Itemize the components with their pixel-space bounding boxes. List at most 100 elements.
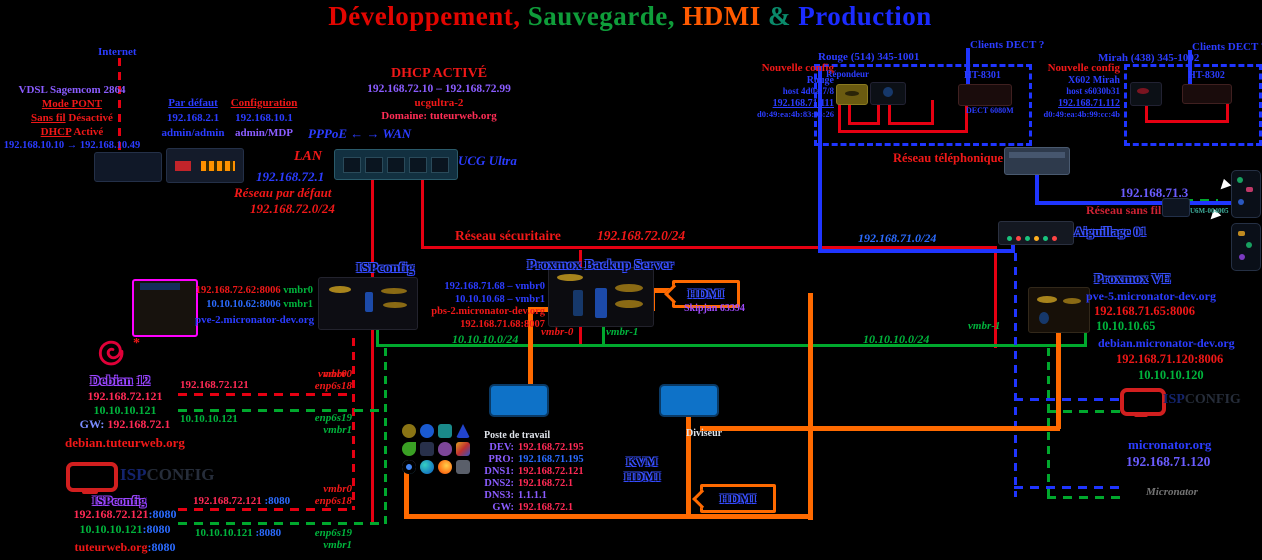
pbs-bridge1-label: vmbr-1 xyxy=(606,326,639,338)
modem-red-label xyxy=(175,161,191,171)
hdmi-cable-8 xyxy=(686,412,691,516)
smartphone-1-pixel-3 xyxy=(1238,199,1244,205)
pve2-bridge-label: vmbr0 xyxy=(318,368,347,380)
modem-dhcp-underlined: DHCP xyxy=(40,126,72,139)
pbs-ip-mgmt: 10.10.10.68 – vmbr1 xyxy=(454,293,545,305)
ws-key-dns2: DNS2: xyxy=(484,478,514,489)
debian-if2: enp6s18 xyxy=(314,380,352,392)
pve5-port xyxy=(1039,312,1049,324)
ap-name: U6M-004005 xyxy=(1190,207,1229,215)
pve2-bridge1: vmbr1 xyxy=(283,298,313,310)
ispvm-if4: vmbr1 xyxy=(323,539,352,551)
dhcp-title: DHCP ACTIVÉ xyxy=(390,66,488,81)
phone-cable-loop-wide xyxy=(838,100,968,133)
pve2-line1: 192.168.72.62:8006 vmbr0 xyxy=(195,285,313,297)
modem-leds-photo xyxy=(166,148,244,183)
ispconfig-logo-icon xyxy=(66,462,118,492)
phone1-config-title: Nouvelle config xyxy=(761,62,834,74)
ispconfig-wordmark-config: CONFIG xyxy=(146,465,215,484)
secure-network-label: Réseau sécuritaire xyxy=(455,228,561,243)
ws-val-pro: 192.168.71.195 xyxy=(518,454,584,465)
ap-link xyxy=(1184,199,1218,202)
phone2-config-name: X602 Mirah xyxy=(1068,75,1120,87)
pve2-ip-dev: 192.168.72.62:8006 xyxy=(195,285,281,296)
ispvm-port-3: :8080 xyxy=(147,540,176,555)
ws-key-dns1: DNS1: xyxy=(484,466,514,477)
ispconfig-logo-base-2 xyxy=(1134,413,1148,417)
ispconfig-wordmark: ISPCONFIG xyxy=(120,465,215,485)
switch-port-led-6 xyxy=(1052,236,1057,241)
smartphone-2-pixel-3 xyxy=(1239,254,1245,260)
default-cred: admin/admin xyxy=(161,127,225,140)
smartphone-1-pixel-2 xyxy=(1246,187,1253,192)
ispconfig-wordmark-2: ISPCONFIG xyxy=(1163,392,1241,407)
debian-if3: enp6s19 xyxy=(314,412,352,424)
pve5-fqdn: pve-5.micronator-dev.org xyxy=(1086,289,1216,303)
router-ucg-ultra xyxy=(334,149,458,180)
pbs-fqdn: pbs-2.micronator-dev.org xyxy=(431,306,545,318)
title-hdmi: HDMI xyxy=(682,1,761,31)
wireless-trunk xyxy=(1035,201,1252,205)
phone1-mac: d0:49:ea:4b:83:93:26 xyxy=(757,108,834,119)
prod-dashed-vertical xyxy=(1014,253,1017,497)
tel-switch-photo xyxy=(1004,147,1070,175)
ispvm-if2: enp6s18 xyxy=(314,495,352,507)
switch-port-led-3 xyxy=(1025,236,1030,241)
pbs-photo xyxy=(548,267,654,327)
edge-icon xyxy=(420,460,434,474)
smartphone-1-pixel-1 xyxy=(1237,177,1243,183)
ispvm-link1-port: :8080 xyxy=(264,495,291,507)
title-developpement: Développement, xyxy=(328,1,521,31)
modem-dhcp-range: 192.168.10.10 → 192.168.10.49 xyxy=(3,140,141,152)
ispvm-line1: 192.168.72.121:8080 xyxy=(58,507,192,521)
phone2-config-host: host s6030b31 xyxy=(1066,86,1120,97)
debian-dev-link xyxy=(178,393,353,396)
ata2-label: HT-8302 xyxy=(1188,70,1225,81)
debian-info: 192.168.72.121 10.10.10.121 GW: 192.168.… xyxy=(58,389,192,450)
server-photo xyxy=(132,279,198,337)
page-title: Développement, Sauvegarde, HDMI & Produc… xyxy=(280,1,980,32)
debian-ip-dev: 192.168.72.121 xyxy=(87,389,163,403)
debian-logo-icon xyxy=(94,336,130,372)
phone1-clients: Clients DECT ? xyxy=(970,39,1045,51)
switch-port-led-1 xyxy=(1007,236,1012,241)
dhcp-host: ucgultra-2 xyxy=(414,97,464,110)
hdmi-cable-9 xyxy=(1056,330,1061,429)
pbs-gold-slot-2 xyxy=(615,284,643,292)
pve2-info: 192.168.72.62:8006 vmbr0 10.10.10.62:800… xyxy=(195,285,314,326)
router-wan-port xyxy=(343,157,361,173)
terminal-icon xyxy=(420,442,434,456)
switch-port-led-5 xyxy=(1043,236,1048,241)
mgmt-network-cidr-2: 10.10.10.0/24 xyxy=(863,332,930,346)
ispvm-ip-mgmt: 10.10.10.121 xyxy=(79,522,143,537)
mgmt-dashed-right xyxy=(1047,348,1050,498)
pve2-gold-slot-2 xyxy=(381,288,407,294)
modem-mode: Mode PONT xyxy=(41,98,103,111)
router-model: UCG Ultra xyxy=(458,153,517,168)
dect-base-2-display xyxy=(1137,88,1149,94)
tel-network-label: Réseau téléphonique xyxy=(893,151,1004,165)
micronator-domain: micronator.org xyxy=(1128,437,1212,452)
dect-base-1 xyxy=(870,82,906,105)
modem-dhcp-state: Activé xyxy=(71,126,104,139)
wifi-network-label: Réseau sans fil xyxy=(1086,203,1162,217)
phone2-config: Nouvelle config X602 Mirah host s6030b31… xyxy=(1040,62,1120,119)
filezilla-icon xyxy=(438,424,452,438)
phone1-ip: 192.168.71.111 xyxy=(772,97,834,109)
default-network-cidr: 192.168.72.0/24 xyxy=(250,201,335,216)
dect-base-2 xyxy=(1130,82,1162,106)
answering-machine-display xyxy=(845,91,859,96)
pve2-gold-slot-3 xyxy=(383,302,407,308)
modem-dhcp: DHCP Activé xyxy=(2,126,142,138)
pve2-gold-slot xyxy=(329,286,351,293)
hdmi-label: HDMI xyxy=(687,286,725,301)
ispvm-link1-label: 192.168.72.121 :8080 xyxy=(193,495,290,507)
debian-title: Debian 12 xyxy=(90,374,151,389)
wan-label: PPPoE ← → WAN xyxy=(308,126,412,141)
ispvm-port-1: :8080 xyxy=(148,507,177,521)
pve2-blue-port xyxy=(365,292,373,312)
ws-val-dns2: 192.168.72.1 xyxy=(518,478,574,489)
tor-icon xyxy=(438,442,452,456)
router-lan-port-4 xyxy=(431,157,449,173)
ispvm-port-2: :8080 xyxy=(142,522,171,537)
